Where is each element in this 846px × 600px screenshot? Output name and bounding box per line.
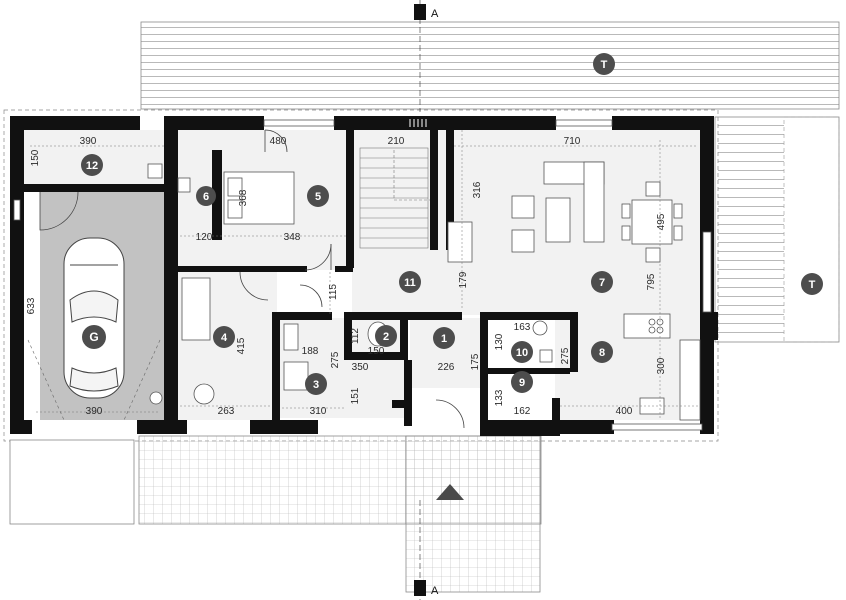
svg-text:4: 4 (221, 332, 228, 344)
room-label-11: 11 (399, 271, 421, 293)
dim-151: 151 (350, 387, 361, 404)
dim-495: 495 (656, 213, 667, 230)
dim-310: 310 (310, 406, 327, 417)
room-label-5: 5 (307, 185, 329, 207)
dim-175: 175 (470, 353, 481, 370)
dim-275-r: 275 (560, 347, 571, 364)
dim-263: 263 (218, 406, 235, 417)
svg-text:12: 12 (86, 160, 98, 172)
walls (10, 116, 718, 436)
svg-text:2: 2 (383, 331, 389, 343)
dim-415: 415 (236, 337, 247, 354)
entrance-arrow-icon (436, 484, 464, 500)
dim-188: 188 (302, 346, 319, 357)
dim-150: 150 (30, 149, 41, 166)
terrace-right-deck (718, 120, 784, 338)
dim-633: 633 (26, 297, 37, 314)
room-label-10: 10 (511, 341, 533, 363)
section-label-top: A (431, 8, 439, 20)
dim-112: 112 (350, 328, 361, 344)
dim-275-l: 275 (330, 351, 341, 368)
door-swings (39, 129, 465, 429)
dim-348: 348 (284, 232, 301, 243)
dim-300: 300 (656, 357, 667, 374)
staircase (359, 147, 430, 249)
room-label-6: 6 (196, 186, 216, 206)
dim-210: 210 (388, 136, 405, 147)
room-label-8: 8 (591, 341, 613, 363)
dim-480: 480 (270, 136, 287, 147)
svg-text:5: 5 (315, 191, 321, 203)
dim-710: 710 (564, 136, 581, 147)
dim-133: 133 (494, 389, 505, 406)
svg-text:G: G (89, 330, 98, 344)
svg-text:11: 11 (404, 277, 416, 289)
room-label-12: 12 (81, 154, 103, 176)
terrace-top (140, 21, 840, 110)
garage-label: G (82, 325, 106, 349)
driveway (9, 439, 135, 525)
furniture (147, 161, 701, 421)
dim-162: 162 (514, 406, 531, 417)
dim-120: 120 (196, 232, 213, 243)
terrace-top-label: T (593, 53, 615, 75)
kitchen-counter (623, 313, 671, 339)
section-marker-top: A (414, 0, 439, 112)
dining-table-icon (631, 199, 673, 245)
dim-390-bottom: 390 (86, 406, 103, 417)
dim-130: 130 (494, 333, 505, 350)
svg-text:T: T (809, 279, 816, 291)
room-label-3: 3 (305, 373, 327, 395)
dimension-lines (30, 130, 698, 420)
dim-115: 115 (328, 284, 339, 300)
svg-text:3: 3 (313, 379, 319, 391)
dim-179: 179 (458, 271, 469, 288)
svg-text:T: T (601, 59, 608, 71)
svg-text:6: 6 (203, 191, 209, 203)
section-marker-bottom: A (414, 500, 439, 600)
svg-text:1: 1 (441, 333, 447, 345)
room-label-4: 4 (213, 326, 235, 348)
room-label-2: 2 (375, 325, 397, 347)
svg-text:7: 7 (599, 277, 605, 289)
dim-226: 226 (438, 362, 455, 373)
car-icon (63, 237, 125, 399)
dim-795: 795 (646, 273, 657, 290)
entrance-path (405, 435, 541, 593)
room-label-1: 1 (433, 327, 455, 349)
dim-350: 350 (352, 362, 369, 373)
dim-163: 163 (514, 322, 531, 333)
section-label-bottom: A (431, 585, 439, 597)
svg-text:8: 8 (599, 347, 605, 359)
room-label-7: 7 (591, 271, 613, 293)
dim-368: 368 (238, 189, 249, 206)
svg-text:10: 10 (516, 347, 528, 359)
dim-316: 316 (472, 181, 483, 198)
room-label-9: 9 (511, 371, 533, 393)
dim-400: 400 (616, 406, 633, 417)
dim-150-wc: 150 (368, 346, 385, 357)
dim-390-top: 390 (80, 136, 97, 147)
terrace-right-label: T (801, 273, 823, 295)
windows (409, 119, 427, 127)
room-labels: T T G 1 2 3 4 5 6 7 8 9 10 11 12 (81, 53, 823, 395)
dimension-labels: 390 150 480 210 710 316 368 120 348 495 … (26, 136, 667, 417)
svg-text:9: 9 (519, 377, 525, 389)
